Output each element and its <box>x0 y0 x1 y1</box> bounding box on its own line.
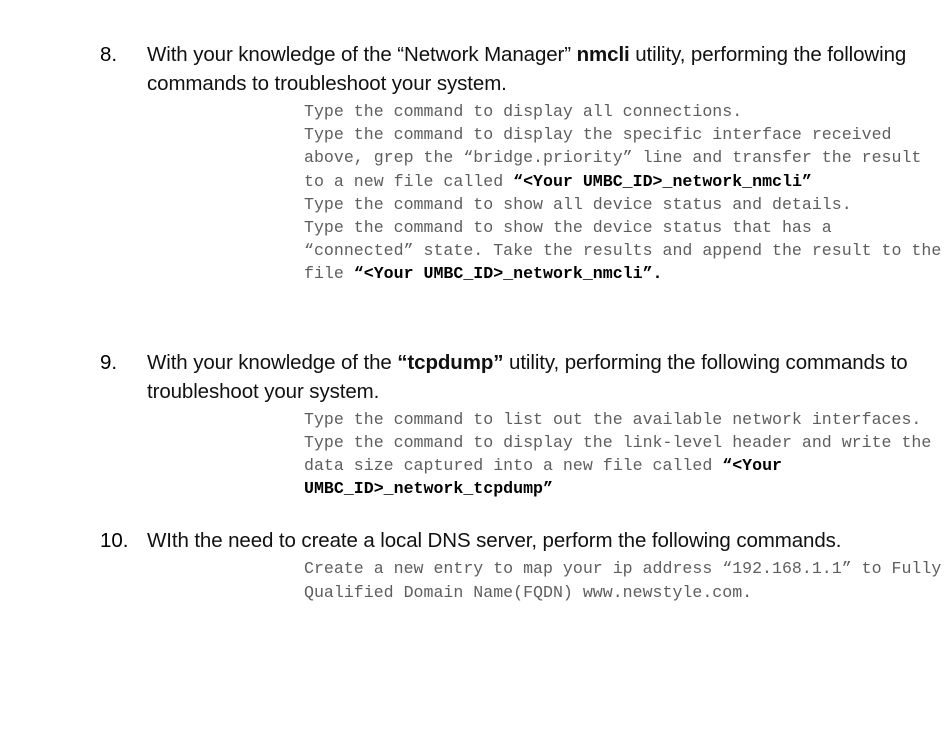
code-block: Type the command to list out the availab… <box>304 408 948 501</box>
list-item-heading: WIth the need to create a local DNS serv… <box>147 529 842 553</box>
section-spacer <box>0 286 948 348</box>
code-line: Type the command to list out the availab… <box>304 409 922 429</box>
list-item-number: 9. <box>100 350 118 374</box>
code-line: Type the command to show the device stat… <box>304 218 942 284</box>
list-item-heading: With your knowledge of the “Network Mana… <box>147 43 907 95</box>
code-line: Type the command to display the link-lev… <box>304 432 932 499</box>
list-item-heading: With your knowledge of the “tcpdump” uti… <box>147 350 908 403</box>
code-line: Create a new entry to map your ip addres… <box>304 559 942 602</box>
code-line: Type the command to display all connecti… <box>304 102 743 121</box>
page-top-spacer <box>0 0 948 40</box>
code-block: Type the command to display all connecti… <box>304 100 948 286</box>
list-item-number: 10. <box>100 529 129 553</box>
list-item: 8. With your knowledge of the “Network M… <box>100 40 948 286</box>
list-item: 9. With your knowledge of the “tcpdump” … <box>100 348 948 501</box>
code-line: Type the command to show all device stat… <box>304 194 852 214</box>
section-spacer <box>0 500 948 526</box>
code-block: Create a new entry to map your ip addres… <box>304 557 948 603</box>
code-line: Type the command to display the specific… <box>304 125 922 191</box>
list-item: 10. WIth the need to create a local DNS … <box>100 526 948 603</box>
list-item-number: 8. <box>100 43 118 66</box>
